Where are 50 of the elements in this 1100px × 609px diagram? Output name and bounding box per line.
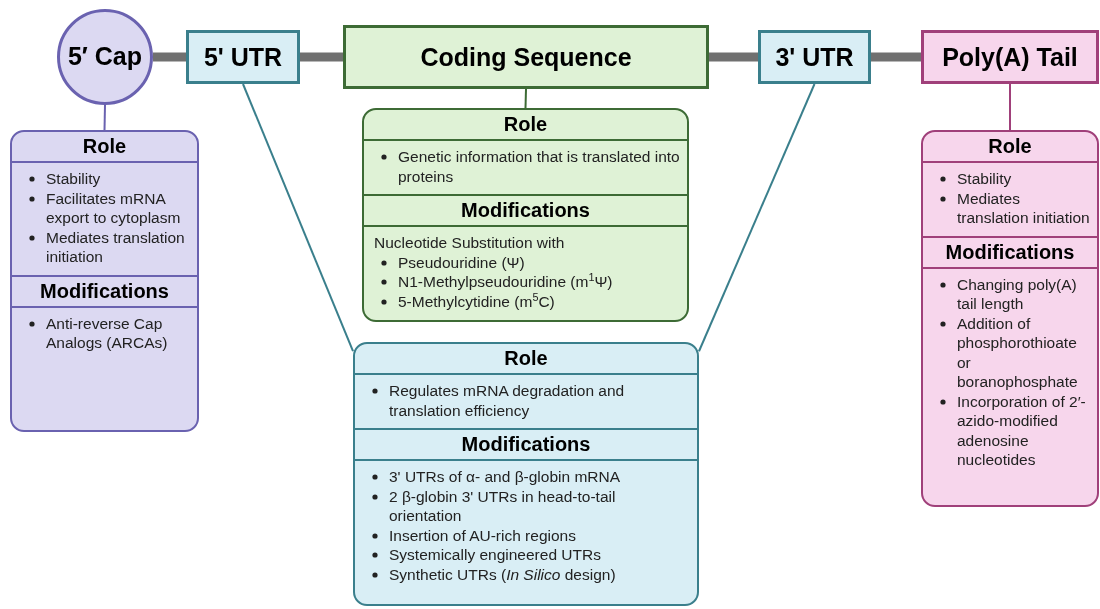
bullet-item: Changing poly(A) tail length bbox=[957, 275, 1077, 312]
segment-label: Coding Sequence bbox=[420, 42, 632, 72]
segment-label: 3' UTR bbox=[775, 42, 854, 72]
backbone-bar bbox=[300, 52, 343, 62]
section-heading: Role bbox=[355, 344, 697, 375]
segment-label: 5′ Cap bbox=[67, 43, 143, 71]
connector-line bbox=[242, 83, 354, 353]
bullet-item: Addition of phosphorothioate or boranophosphate bbox=[957, 314, 1078, 390]
bullet-item: Regulates mRNA degradation and translation efficiency bbox=[389, 382, 625, 419]
bullet-item: Mediates translation initiation bbox=[957, 189, 1090, 226]
backbone-bar bbox=[871, 52, 921, 62]
section-heading: Modifications bbox=[12, 274, 197, 308]
info-card bbox=[362, 108, 689, 322]
segment-box bbox=[921, 30, 1099, 84]
segment-box bbox=[343, 25, 709, 89]
section-heading: Modifications bbox=[364, 194, 687, 227]
connector-line bbox=[524, 88, 527, 109]
info-card bbox=[353, 342, 699, 606]
backbone-bar bbox=[709, 52, 758, 62]
section-heading: Role bbox=[12, 132, 197, 163]
section-heading: Modifications bbox=[923, 235, 1097, 269]
intro-text: Nucleotide Substitution with bbox=[374, 234, 565, 251]
bullet-item: Genetic information that is translated into proteins bbox=[398, 148, 680, 185]
bullet-item: Pseudouridine (Ψ) bbox=[398, 253, 525, 271]
bullet-item: N1-Methylpseudouridine (m$^{1}$Ψ) bbox=[398, 273, 613, 290]
segment-label: 5' UTR bbox=[203, 42, 283, 72]
connector-line bbox=[698, 83, 816, 353]
backbone-bar bbox=[153, 52, 186, 62]
bullet-item: 5-Methylcytidine (m$^{5}$C) bbox=[398, 292, 555, 310]
section-heading: Modifications bbox=[355, 428, 697, 461]
info-card bbox=[10, 130, 199, 432]
bullet-item: 2 β-globin 3' UTRs in head-to-tail orientation bbox=[389, 487, 616, 524]
section-heading: Role bbox=[923, 132, 1097, 163]
bullet-item: 3' UTRs of α- and β-globin mRNA bbox=[389, 468, 621, 485]
segment-label: Poly(A) Tail bbox=[942, 42, 1078, 72]
connector-line bbox=[103, 104, 106, 131]
bullet-item: Stability bbox=[46, 170, 101, 187]
segment-box bbox=[186, 30, 300, 84]
segment-box bbox=[758, 30, 871, 84]
bullet-item: Stability bbox=[957, 170, 1012, 187]
bullet-item: Incorporation of 2′-azido-modified adenosine nucleotides bbox=[957, 392, 1086, 468]
bullet-item: Synthetic UTRs (In Silico design) bbox=[389, 565, 616, 583]
bullet-item: Facilitates mRNA export to cytoplasm bbox=[46, 189, 181, 226]
info-card bbox=[921, 130, 1099, 507]
section-heading: Role bbox=[364, 110, 687, 141]
bullet-item: Anti-reverse Cap Analogs (ARCAs) bbox=[46, 314, 168, 351]
bullet-item: Insertion of AU-rich regions bbox=[389, 526, 576, 544]
bullet-item: Mediates translation initiation bbox=[46, 228, 185, 265]
bullet-item: Systemically engineered UTRs bbox=[389, 546, 601, 563]
connector-line bbox=[1009, 83, 1011, 131]
